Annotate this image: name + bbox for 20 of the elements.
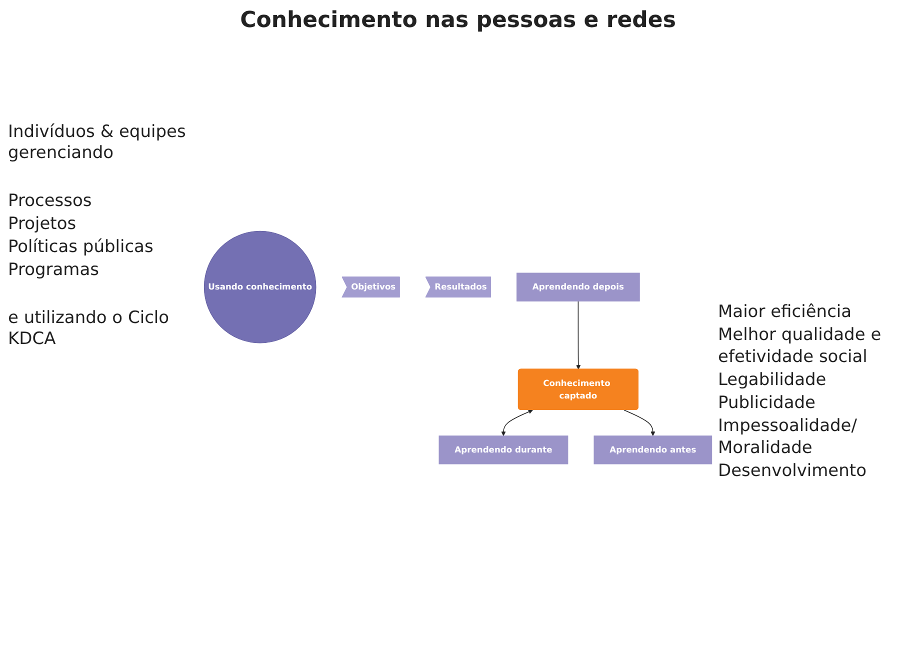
- note-text: Projetos: [8, 214, 78, 235]
- note-text: Maior eficiência: [718, 302, 853, 324]
- node-box: Aprendendo depois: [516, 272, 640, 302]
- note-text: Políticas públicas: [8, 237, 154, 258]
- node-circle: Usando conhecimento: [204, 230, 316, 344]
- note-text: Processos: [8, 190, 93, 212]
- node-box: Aprendendo antes: [594, 435, 712, 464]
- diagram-title: Conhecimento nas pessoas e redes: [239, 8, 677, 33]
- note-text: Publicidade: [718, 393, 816, 414]
- note-text: e utilizando o Ciclo KDCA: [8, 308, 170, 350]
- note-text: Legabilidade: [718, 370, 828, 391]
- note-text: Desenvolvimento: [718, 460, 868, 482]
- note-text: Indivíduos & equipes gerenciando: [8, 122, 187, 164]
- note-text: Programas: [8, 260, 100, 282]
- arrow: [576, 300, 581, 370]
- node-box: Aprendendo durante: [438, 435, 568, 464]
- arrow: [501, 410, 533, 436]
- note-text: Melhor qualidade e efetividade social: [718, 325, 882, 368]
- arrow: [624, 410, 656, 436]
- note-text: Impessoalidade/ Moralidade: [718, 416, 858, 459]
